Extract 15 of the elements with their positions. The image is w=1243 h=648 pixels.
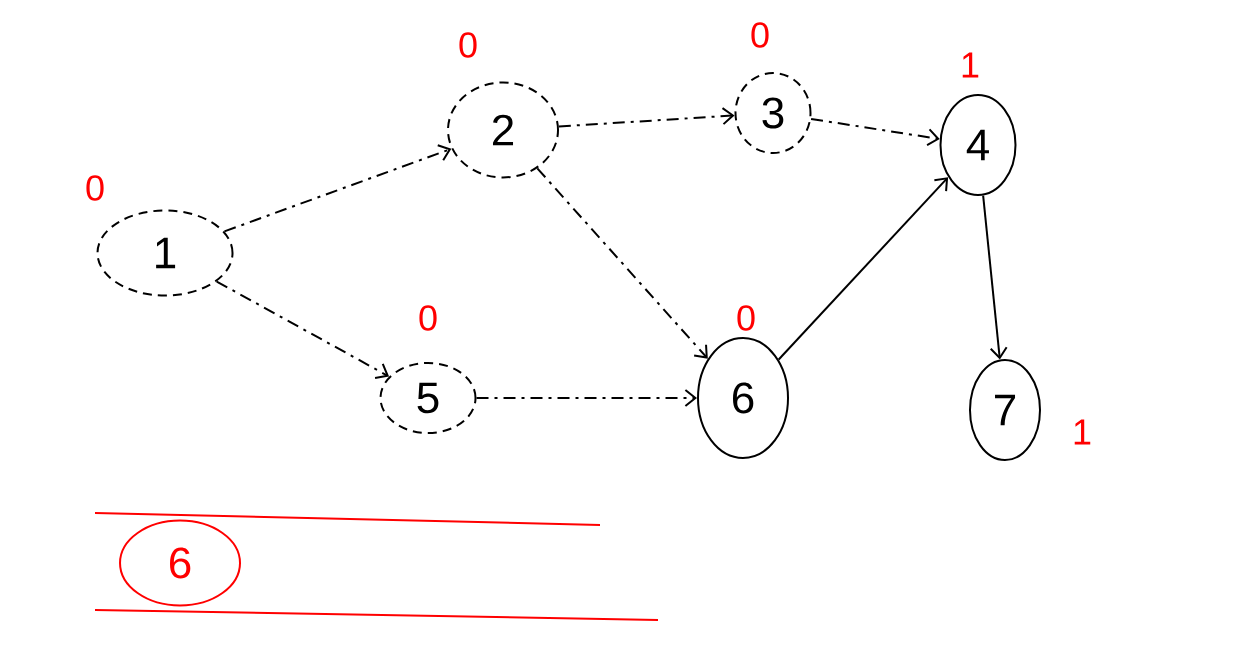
arrow [215,280,390,379]
count-label: 1 [1074,419,1091,445]
arrow [557,107,735,128]
count-label: 0 [751,22,769,48]
count-label: 0 [86,175,104,201]
arrow [777,177,949,361]
arrow [223,144,452,233]
arrow [982,194,1008,360]
count-label: 0 [737,305,755,331]
count-label: 0 [459,32,477,58]
count-label: 0 [419,305,437,331]
arrow [475,389,697,407]
arrow [810,117,940,147]
arrow [536,167,708,359]
count-label: 1 [962,52,979,78]
